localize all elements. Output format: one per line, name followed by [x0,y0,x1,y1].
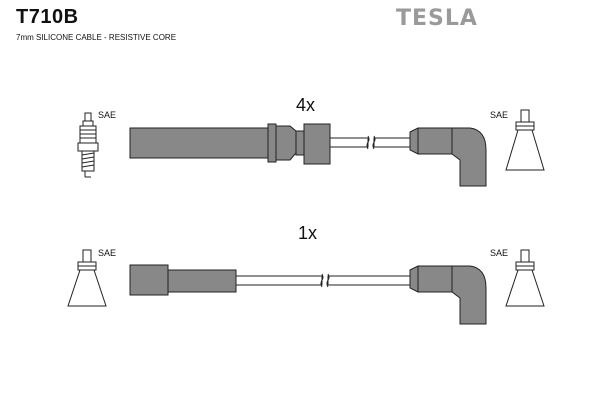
angled-boot [409,127,487,187]
spark-plug-icon [77,112,99,178]
cable-2-left-terminal-label: SAE [98,248,117,258]
cable-1-left-terminal-label: SAE [98,110,117,120]
cable-1 [77,109,545,187]
cable-2-right-terminal-label: SAE [490,248,509,258]
angled-boot [409,265,487,325]
straight-boot [129,123,331,165]
coil-terminal-icon [505,249,545,307]
cable-1-quantity: 4x [296,95,316,115]
brand-logo: TESLA [396,6,478,31]
straight-boot [129,264,237,296]
cable-2-quantity: 1x [298,223,318,243]
coil-terminal-icon [67,249,107,307]
cable-1-right-terminal-label: SAE [490,110,509,120]
cable-2 [67,249,545,325]
part-code: T710B [16,6,79,28]
cable-wire [329,135,411,150]
cable-wire [235,273,411,288]
coil-terminal-icon [505,109,545,171]
cable-spec: 7mm SILICONE CABLE - RESISTIVE CORE [16,33,177,42]
